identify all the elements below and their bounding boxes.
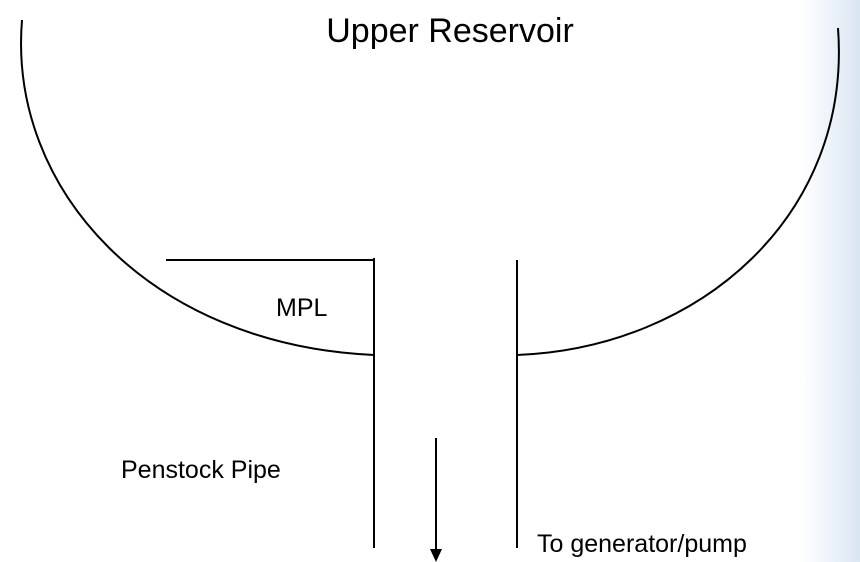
reservoir-right-wall (516, 27, 840, 356)
outlet-label: To generator/pump (537, 530, 747, 558)
reservoir-left-wall (20, 19, 375, 356)
mpl-label: MPL (276, 294, 328, 322)
reservoir-label: Upper Reservoir (326, 12, 574, 50)
penstock-label: Penstock Pipe (121, 456, 281, 484)
flow-arrow-head (430, 549, 442, 562)
